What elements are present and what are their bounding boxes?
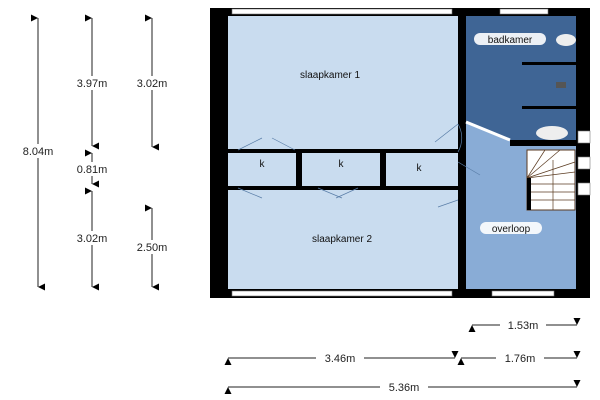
dim-right-width: 1.76m	[505, 353, 536, 365]
closet-label-2: k	[339, 159, 345, 170]
sink-icon	[556, 34, 576, 46]
toilet-icon	[536, 126, 568, 140]
room-label-badkamer: badkamer	[488, 35, 533, 46]
dim-bathroom-depth: 3.02m	[137, 78, 168, 90]
dim-stair-width: 1.53m	[508, 320, 539, 332]
bathroom-fixtures	[522, 34, 576, 140]
door-swings	[237, 120, 511, 208]
closet-label-3: k	[417, 163, 423, 174]
shower-icon	[556, 82, 566, 88]
room-label-slaapkamer-2: slaapkamer 2	[312, 234, 372, 245]
dim-bedroom1-depth: 3.97m	[77, 78, 108, 90]
windows	[231, 8, 591, 297]
room-label-overloop: overloop	[492, 224, 531, 235]
dim-bedroom2-depth: 3.02m	[77, 233, 108, 245]
dim-closet-depth: 0.81m	[77, 164, 108, 176]
closet-label-1: k	[260, 159, 266, 170]
dim-total-width: 5.36m	[389, 382, 420, 394]
dim-landing-depth: 2.50m	[137, 242, 168, 254]
staircase	[526, 149, 576, 211]
dim-total-height: 8.04m	[23, 146, 54, 158]
stair-steps	[526, 149, 576, 210]
bathroom-floor	[462, 14, 578, 146]
dim-left-width: 3.46m	[325, 353, 356, 365]
room-label-slaapkamer-1: slaapkamer 1	[300, 70, 360, 81]
